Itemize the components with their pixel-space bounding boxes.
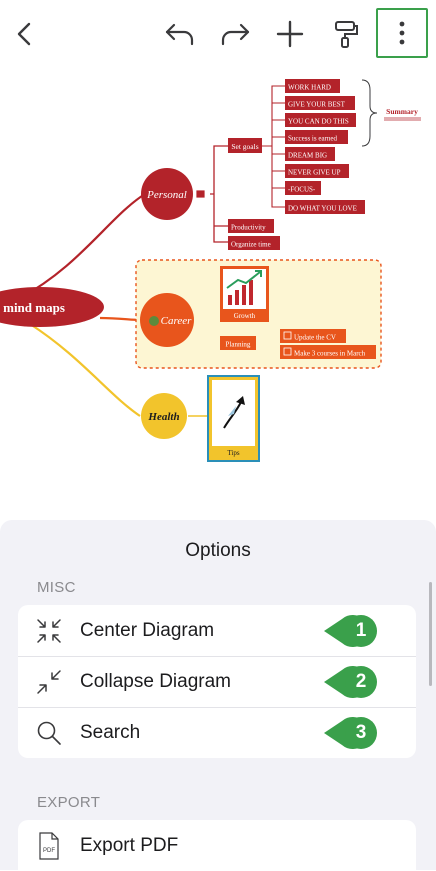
export-pdf-item[interactable]: PDF Export PDF [18,820,416,871]
plus-icon [276,20,304,48]
search-icon [18,720,80,746]
mindmap-svg: mind maps Personal Set goals WORK HARD G… [0,79,421,462]
tips-card[interactable]: Tips [207,375,260,462]
center-arrows-icon [18,618,80,644]
collapse-diagram-item[interactable]: Collapse Diagram 2 [18,656,416,707]
collapse-arrows-icon [18,669,80,695]
pdf-file-icon: PDF [18,831,80,860]
toolbar [0,0,436,70]
productivity-node[interactable]: Productivity [228,219,274,233]
step-badge-3: 3 [324,717,382,749]
redo-button[interactable] [213,12,257,56]
format-button[interactable] [324,12,368,56]
svg-text:Tips: Tips [227,449,239,457]
task-list: Update the CV Make 3 courses in March [280,329,376,359]
set-goals-node[interactable]: Set goals [228,138,262,153]
summary-label[interactable]: Summary [386,107,418,116]
svg-text:Set goals: Set goals [231,142,258,151]
goal-item: YOU CAN DO THIS [288,118,349,126]
sheet-title: Options [185,540,251,561]
step-badge-1: 1 [324,615,382,647]
personal-label: Personal [146,189,187,201]
goal-item: DREAM BIG [288,152,327,160]
goal-list: WORK HARD GIVE YOUR BEST YOU CAN DO THIS… [285,79,365,214]
health-label: Health [147,411,179,423]
svg-text:PDF: PDF [43,848,55,854]
more-vertical-icon [399,21,405,45]
export-pdf-label: Export PDF [80,834,179,856]
personal-node[interactable]: Personal [141,168,206,220]
task-item: Make 3 courses in March [294,350,366,358]
svg-text:Productivity: Productivity [231,224,266,232]
health-node[interactable]: Health [141,393,187,439]
more-button[interactable] [376,8,428,58]
goal-item: -FOCUS- [288,186,316,194]
planning-node[interactable]: Planning [220,336,256,350]
export-group: PDF Export PDF [18,820,416,871]
svg-text:Organize time: Organize time [231,241,271,249]
connector-career [99,316,141,322]
scrollbar[interactable] [429,582,432,686]
goal-item: Success is earned [288,135,337,143]
goal-item: GIVE YOUR BEST [288,101,346,109]
paint-roller-icon [335,21,358,48]
svg-text:Planning: Planning [226,341,251,349]
organize-time-node[interactable]: Organize time [228,236,280,250]
connector-health [29,323,141,417]
options-sheet: Options MISC Center Diagram 1 [0,520,436,871]
collapse-diagram-label: Collapse Diagram [80,670,232,692]
search-label: Search [80,721,141,743]
misc-group: Center Diagram 1 Collapse Diagram [18,605,416,758]
svg-text:Growth: Growth [234,312,256,320]
goal-item: DO WHAT YOU LOVE [288,205,357,213]
central-label: mind maps [3,300,65,315]
career-label: Career [161,315,192,327]
growth-card[interactable]: Growth [220,266,269,322]
search-item[interactable]: Search 3 [18,707,416,758]
chevron-left-icon [17,22,31,46]
central-node[interactable]: mind maps [0,287,104,327]
connector-personal [19,193,146,299]
center-diagram-label: Center Diagram [80,619,215,641]
center-diagram-item[interactable]: Center Diagram 1 [18,605,416,656]
goal-item: NEVER GIVE UP [288,169,341,177]
step-badge-2: 2 [324,666,382,698]
task-item: Update the CV [294,334,336,342]
undo-button[interactable] [158,12,202,56]
add-button[interactable] [268,12,312,56]
section-label-export: EXPORT [37,794,101,811]
redo-icon [221,23,250,46]
career-node[interactable]: Career [140,293,194,347]
mindmap-canvas[interactable]: mind maps Personal Set goals WORK HARD G… [0,66,436,506]
section-label-misc: MISC [37,579,76,596]
back-button[interactable] [3,12,47,56]
goal-item: WORK HARD [288,84,331,92]
undo-icon [165,23,194,46]
